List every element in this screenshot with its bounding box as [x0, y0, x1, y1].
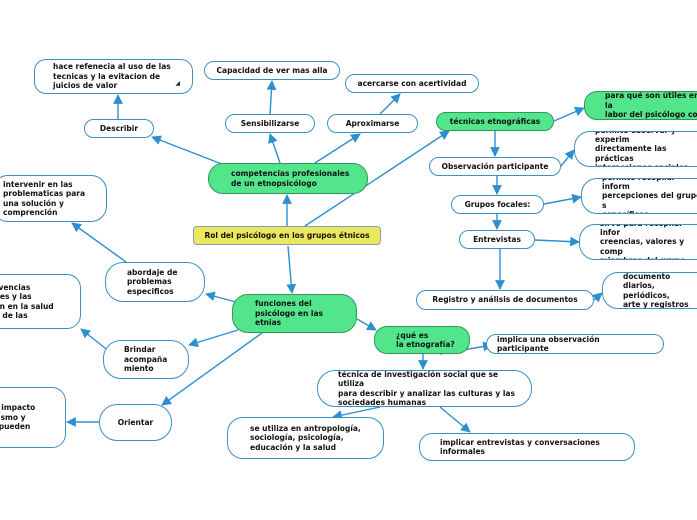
- brindar-node[interactable]: Brindar acompaña miento: [103, 340, 189, 379]
- edge-abordaje-desc: [71, 222, 127, 263]
- competencias-node[interactable]: competencias profesionales de un etnopsi…: [208, 163, 368, 194]
- corner-marker-icon: ◢: [175, 79, 180, 87]
- entrevistas-desc-node[interactable]: sirve para recopilar infor creencias, va…: [579, 224, 697, 260]
- edge-aproximarse-desc: [379, 93, 401, 115]
- describir-desc-text: hace refenecia al uso de las tecnicas y …: [53, 62, 171, 91]
- edge-central-funciones: [286, 245, 297, 294]
- edge-tecnicas-desc: [553, 107, 585, 122]
- etnografia-definicion-node[interactable]: técnica de investigación social que se u…: [317, 370, 532, 407]
- entrevistas-node[interactable]: Entrevistas: [459, 230, 535, 249]
- edge-grupos-desc: [543, 193, 582, 205]
- brindar-desc-node[interactable]: vivencias ores y las tan en la salud ar …: [0, 274, 81, 329]
- grupos-node[interactable]: Grupos focales:: [451, 195, 544, 214]
- edge-sensibilizarse-desc: [266, 80, 277, 115]
- edge-competencias-aproximarse: [314, 133, 361, 164]
- aproximarse-desc-node[interactable]: acercarse con acertividad: [345, 74, 479, 93]
- tecnicas-node[interactable]: técnicas etnográficas: [436, 112, 554, 131]
- orientar-node[interactable]: Orientar: [99, 404, 172, 441]
- funciones-node[interactable]: funciones del psicólogo en las etnias: [232, 294, 357, 333]
- edge-central-tecnicas: [304, 130, 450, 227]
- edge-definicion-uso: [332, 406, 381, 420]
- edge-definicion-entrevistas: [439, 406, 471, 433]
- edge-observacion-desc: [560, 149, 575, 167]
- describir-desc-node[interactable]: hace refenecia al uso de las tecnicas y …: [34, 59, 193, 94]
- registro-node[interactable]: Registro y análisis de documentos: [416, 290, 594, 310]
- orientar-desc-node[interactable]: el impacto icismo y e pueden: [0, 387, 66, 448]
- describir-node[interactable]: Describir: [84, 119, 154, 138]
- edge-funciones-brindar: [188, 329, 239, 348]
- edge-entrevistas-desc: [534, 236, 580, 247]
- abordaje-desc-node[interactable]: intervenir en las problematicas para una…: [0, 175, 107, 222]
- central-topic[interactable]: Rol del psicólogo en los grupos étnicos: [193, 226, 381, 245]
- abordaje-node[interactable]: abordaje de problemas especificos: [105, 262, 205, 302]
- edge-funciones-orientar: [161, 332, 263, 406]
- etnografia-entrevistas-node[interactable]: implicar entrevistas y conversaciones in…: [419, 433, 635, 461]
- etnografia-node[interactable]: ¿qué es la etnografía?: [374, 326, 470, 354]
- observacion-desc-node[interactable]: permite observar y experim directamente …: [574, 131, 697, 167]
- edge-competencias-sensibilizarse: [268, 133, 281, 164]
- grupos-desc-node[interactable]: permite recopilar inform percepciones de…: [581, 178, 697, 214]
- edge-registro-desc: [592, 292, 603, 303]
- registro-desc-node[interactable]: analizar documento diarios, periódicos, …: [602, 272, 697, 309]
- tecnicas-desc-node[interactable]: para qué son útiles en la labor del psic…: [584, 91, 697, 120]
- sensibilizarse-node[interactable]: Sensibilizarse: [225, 114, 315, 133]
- aproximarse-node[interactable]: Aproximarse: [327, 114, 418, 133]
- etnografia-uso-node[interactable]: se utiliza en antropología, sociología, …: [227, 417, 384, 459]
- edge-funciones-etnografia: [356, 318, 377, 331]
- edge-competencias-describir: [151, 135, 233, 169]
- sensibilizarse-desc-node[interactable]: Capacidad de ver mas alla: [204, 61, 340, 80]
- etnografia-observacion-node[interactable]: implica una observación participante: [486, 334, 664, 354]
- observacion-node[interactable]: Observación participante: [429, 157, 561, 176]
